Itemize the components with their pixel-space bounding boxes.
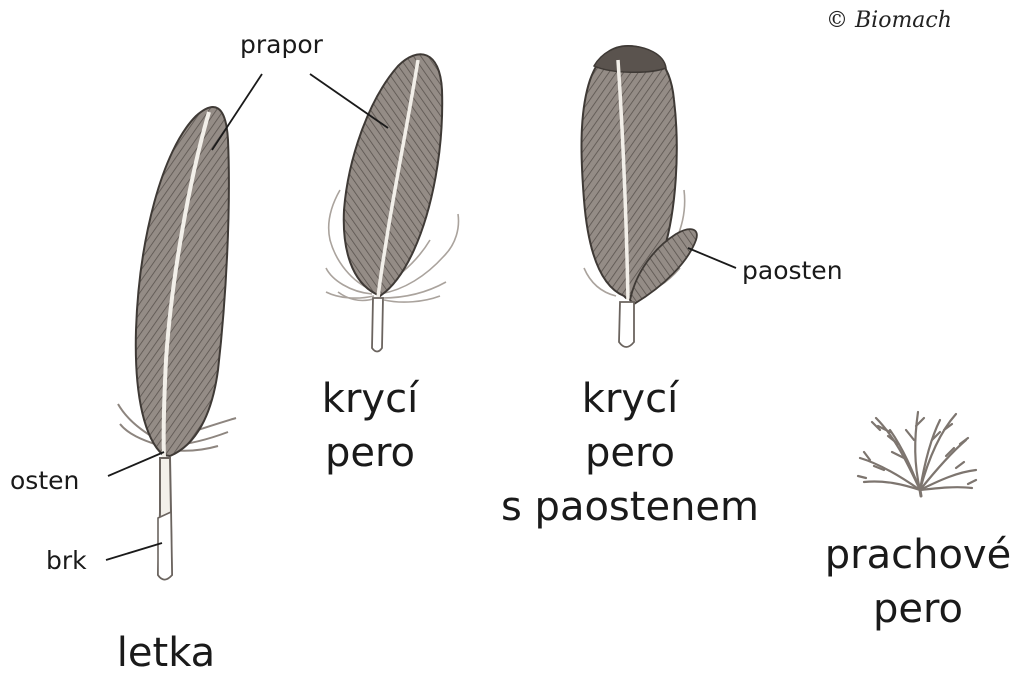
- contour-feather-shaft: [372, 298, 383, 352]
- copyright-mark: © Biomach: [826, 8, 952, 33]
- feather-name-down: prachové pero: [818, 528, 1018, 636]
- paosten-leader: [688, 248, 736, 268]
- afterfeather-feather-tip: [594, 46, 666, 72]
- osten-leader: [108, 452, 164, 476]
- feather-name-afterfeather: krycí pero s paostenem: [490, 372, 770, 534]
- label-brk: brk: [46, 546, 87, 575]
- flight-feather: [118, 107, 236, 579]
- label-osten: osten: [10, 466, 79, 495]
- flight-feather-vane: [136, 107, 229, 456]
- contour-feather-vane: [344, 54, 442, 296]
- flight-feather-quill: [158, 512, 172, 580]
- down-feather: [858, 412, 976, 496]
- label-prapor: prapor: [240, 30, 323, 59]
- label-paosten: paosten: [742, 256, 843, 285]
- brk-leader: [106, 543, 162, 560]
- afterfeather-feather: [582, 46, 697, 347]
- feather-name-letka: letka: [86, 626, 246, 680]
- afterfeather-feather-shaft: [619, 302, 634, 347]
- feather-name-contour: krycí pero: [290, 372, 450, 480]
